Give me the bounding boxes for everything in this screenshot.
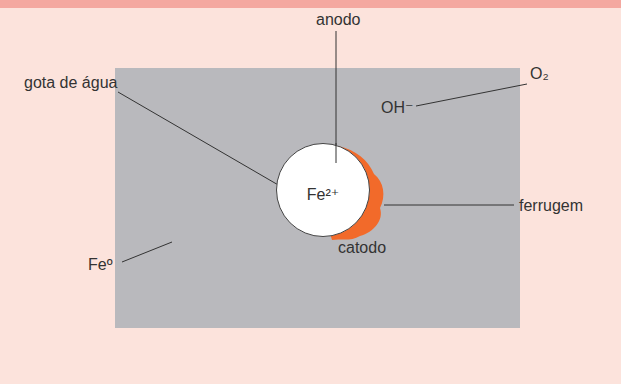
rust-label: ferrugem [519,196,583,215]
cathode-text: catodo [338,238,386,257]
iron-plate [115,68,520,328]
water-drop: Fe²⁺ [276,143,370,237]
hydroxide-label: OH⁻ [381,98,413,117]
leader-line [122,242,172,262]
leader-line [336,143,337,163]
leader-line [416,84,527,106]
leader-line [118,92,280,186]
ion-text: Fe²⁺ [307,185,339,204]
plate-region: catodo Fe²⁺ [115,68,520,328]
leader-line [336,31,337,145]
leader-line [384,205,514,206]
iron-label: Feº [88,255,113,274]
drop-label: gota de água [24,73,117,92]
oxygen-label: O₂ [530,64,549,83]
top-band [0,0,621,8]
anode-label: anodo [316,10,361,29]
